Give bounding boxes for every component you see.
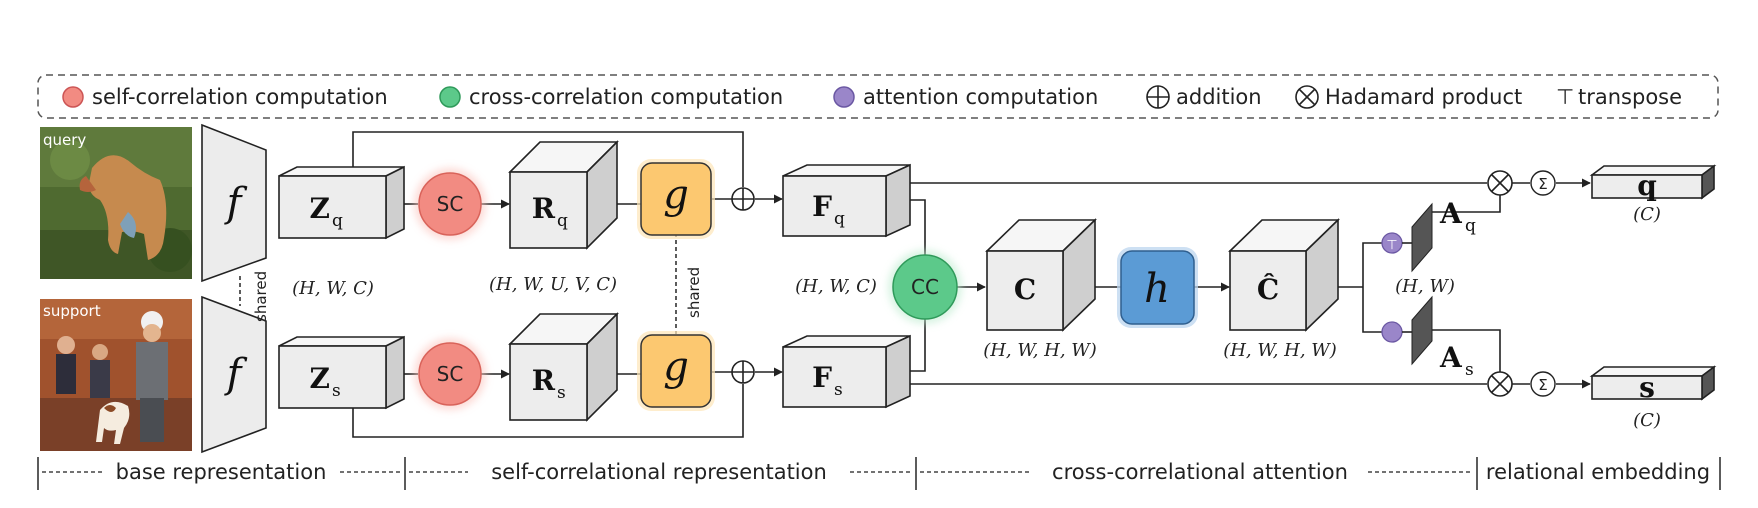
legend-sc-icon	[62, 86, 84, 108]
rq-label: R	[532, 192, 556, 225]
sc-support-operator: SC	[414, 338, 486, 410]
backbone-shared-label: shared	[252, 271, 270, 322]
query-backbone: f	[201, 123, 267, 283]
add-support-icon	[731, 360, 755, 384]
as-subscript: s	[1465, 360, 1474, 380]
zs-tensor: Z s	[278, 335, 405, 410]
g-support-block: g	[637, 331, 715, 411]
g-query-block: g	[637, 159, 715, 239]
stage-cross-correlational: cross-correlational attention	[1052, 460, 1348, 484]
sum-support-icon: Σ	[1530, 371, 1556, 397]
aq-subscript: q	[1465, 216, 1476, 236]
sum-query-icon: Σ	[1530, 170, 1556, 196]
s-label: s	[1639, 371, 1655, 404]
a-shape-label: (H, W)	[1395, 276, 1455, 297]
legend-addition-label: addition	[1176, 85, 1262, 109]
legend-frame	[37, 74, 1719, 119]
hadamard-query-icon	[1487, 170, 1513, 196]
rs-subscript: s	[557, 383, 566, 403]
sum-query-glyph: Σ	[1538, 175, 1547, 193]
as-label: A	[1439, 341, 1463, 374]
legend-transpose-label: transpose	[1578, 85, 1682, 109]
fs-label: F	[812, 361, 832, 394]
chat-label: Ĉ	[1257, 272, 1279, 306]
rq-subscript: q	[557, 211, 568, 231]
transpose-glyph: ⊤	[1386, 238, 1397, 253]
stage-relational-embedding: relational embedding	[1486, 460, 1710, 484]
legend-oplus-icon	[1146, 85, 1170, 109]
g-support-label: g	[663, 344, 689, 390]
sc-support-label: SC	[437, 362, 464, 386]
aq-attention-map: A q	[1411, 197, 1476, 273]
fq-subscript: q	[834, 209, 845, 229]
fs-subscript: s	[834, 380, 843, 400]
fs-tensor: F s	[782, 334, 911, 409]
f-shape-label: (H, W, C)	[795, 276, 877, 297]
legend: self-correlation computation cross-corre…	[37, 74, 1719, 119]
h-block: h	[1117, 247, 1198, 328]
zq-tensor: Z q	[278, 165, 405, 240]
legend-cc-label: cross-correlation computation	[469, 85, 783, 109]
legend-sc-label: self-correlation computation	[92, 85, 388, 109]
zq-subscript: q	[332, 211, 343, 231]
s-embedding: s	[1589, 365, 1717, 404]
legend-attention-icon	[833, 86, 855, 108]
q-label: q	[1637, 169, 1657, 202]
support-image-label: support	[43, 302, 101, 320]
c-shape-label: (H, W, H, W)	[983, 340, 1097, 361]
c-label: C	[1014, 273, 1036, 306]
legend-cc-icon	[439, 86, 461, 108]
zs-subscript: s	[332, 381, 341, 401]
cc-operator: CC	[888, 250, 962, 324]
h-label: h	[1144, 266, 1170, 312]
sum-support-glyph: Σ	[1538, 376, 1547, 394]
sc-query-label: SC	[437, 192, 464, 216]
legend-otimes-icon	[1295, 85, 1319, 109]
s-shape-label: (C)	[1633, 410, 1661, 431]
add-query-icon	[731, 187, 755, 211]
fq-tensor: F q	[782, 163, 911, 238]
g-query-label: g	[663, 172, 689, 218]
hadamard-support-icon	[1487, 371, 1513, 397]
as-attention-map: A s	[1411, 295, 1474, 380]
aq-label: A	[1439, 197, 1463, 230]
stage-bar: base representation self-correlational r…	[37, 457, 1721, 490]
rs-tensor: R s	[508, 312, 619, 422]
legend-attention-label: attention computation	[863, 85, 1098, 109]
stage-self-correlational: self-correlational representation	[491, 460, 827, 484]
fq-label: F	[812, 190, 832, 223]
rq-tensor: R q	[508, 140, 619, 250]
z-shape-label: (H, W, C)	[292, 278, 374, 299]
legend-hadamard-label: Hadamard product	[1325, 85, 1522, 109]
sc-query-operator: SC	[414, 168, 486, 240]
support-image: support	[40, 299, 192, 451]
q-embedding: q	[1589, 164, 1717, 202]
r-shape-label: (H, W, U, V, C)	[489, 274, 617, 295]
legend-transpose-icon: ⊤	[1556, 85, 1574, 109]
attention-support-icon	[1381, 321, 1403, 343]
query-image: query	[40, 127, 192, 279]
q-shape-label: (C)	[1633, 204, 1661, 225]
chat-shape-label: (H, W, H, W)	[1223, 340, 1337, 361]
query-image-label: query	[43, 131, 86, 149]
support-backbone: f	[201, 295, 267, 454]
zq-label: Z	[310, 192, 330, 225]
rs-label: R	[532, 364, 556, 397]
c-tensor: C	[985, 218, 1097, 332]
chat-tensor: Ĉ	[1228, 218, 1340, 332]
cc-label: CC	[911, 275, 939, 299]
stage-base: base representation	[116, 460, 327, 484]
g-shared-label: shared	[685, 267, 703, 318]
transpose-attention-icon: ⊤	[1381, 232, 1403, 254]
zs-label: Z	[310, 362, 330, 395]
